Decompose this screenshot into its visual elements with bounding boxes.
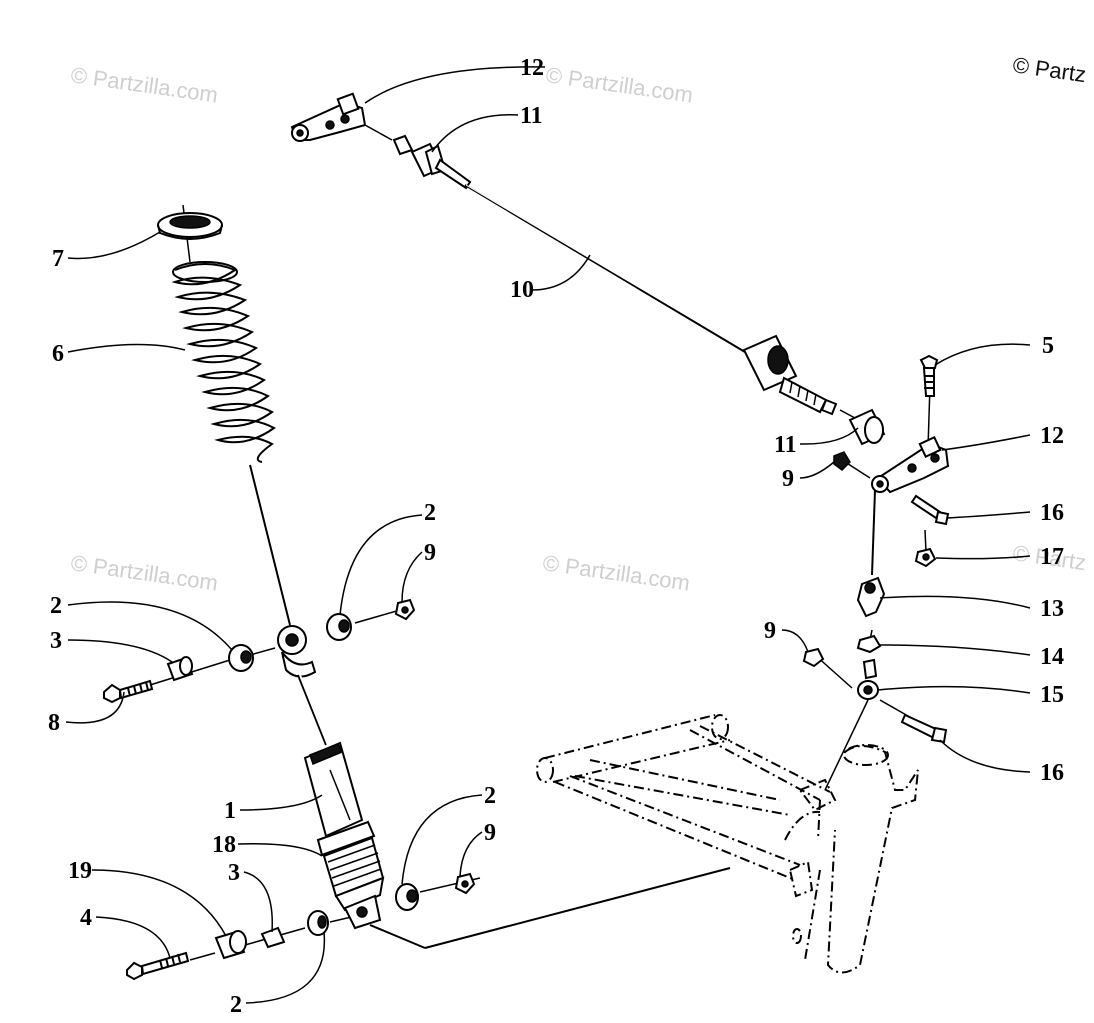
- callout-17: 17: [1040, 544, 1064, 570]
- watermark-top-center: © Partzilla.com: [544, 62, 694, 107]
- callout-9-upper-right: 9: [782, 466, 794, 492]
- steering-hardware: [802, 354, 950, 744]
- callout-9-lower-right: 9: [764, 618, 776, 644]
- upper-mount-hardware: [103, 598, 416, 704]
- callout-3-lower: 3: [228, 860, 240, 886]
- callout-4: 4: [80, 905, 92, 931]
- callout-labels: 12 11 7 10 6 5 11 12 9 16 17 13 9 14 15 …: [48, 55, 1064, 1018]
- callout-16-lower: 16: [1040, 760, 1064, 786]
- callout-9-upper-left: 9: [424, 540, 436, 566]
- watermark-top-right: © Partz: [1011, 52, 1087, 87]
- callout-15: 15: [1040, 682, 1064, 708]
- callout-14: 14: [1040, 644, 1064, 670]
- tie-rod: [290, 92, 950, 494]
- callout-11-top: 11: [520, 103, 543, 129]
- coil-spring: [171, 261, 276, 463]
- spring-seat: [157, 212, 223, 240]
- callout-10: 10: [510, 277, 534, 303]
- watermark-mid-left: © Partzilla.com: [69, 550, 219, 595]
- lower-mount-hardware: [126, 872, 476, 981]
- callout-18: 18: [212, 832, 236, 858]
- callout-2-bottom: 2: [230, 992, 242, 1018]
- leader-lines: [65, 66, 1031, 1004]
- callout-7: 7: [52, 246, 64, 272]
- shock-absorber: [277, 625, 385, 930]
- callout-2-upper-right: 2: [424, 500, 436, 526]
- callout-1: 1: [224, 798, 236, 824]
- watermark-top-left: © Partzilla.com: [69, 62, 219, 107]
- assembly-lines: [149, 124, 931, 961]
- callout-12-right: 12: [1040, 423, 1064, 449]
- callout-5: 5: [1042, 333, 1054, 359]
- watermark-mid-center: © Partzilla.com: [541, 550, 691, 595]
- callout-8: 8: [48, 710, 60, 736]
- callout-9-lower-left: 9: [484, 820, 496, 846]
- callout-19: 19: [68, 858, 92, 884]
- a-arm: [536, 714, 919, 974]
- callout-11-right: 11: [774, 432, 797, 458]
- callout-13: 13: [1040, 596, 1064, 622]
- callout-3-upper: 3: [50, 628, 62, 654]
- callout-12-top: 12: [520, 55, 544, 81]
- callout-2-upper-left: 2: [50, 593, 62, 619]
- callout-16-upper: 16: [1040, 500, 1064, 526]
- callout-2-lower-right: 2: [484, 783, 496, 809]
- callout-6: 6: [52, 341, 64, 367]
